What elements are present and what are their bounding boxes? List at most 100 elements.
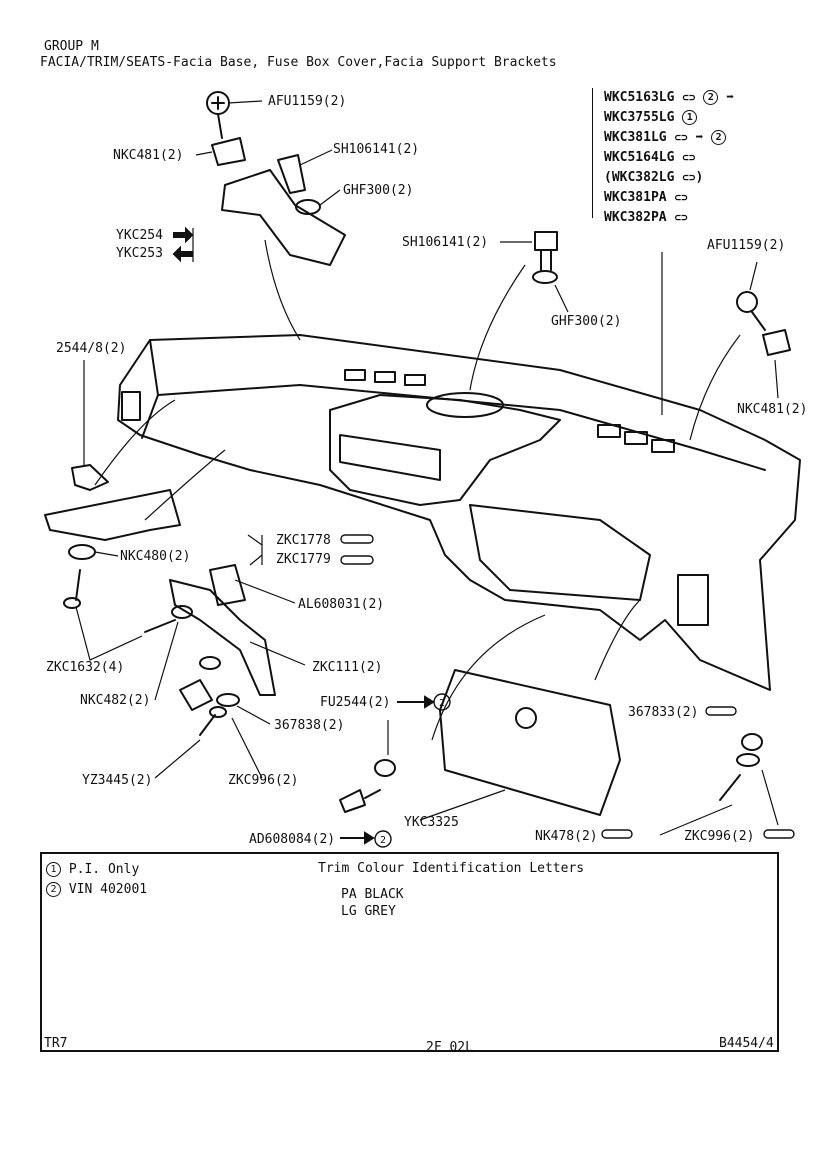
bolt-sh106141-top	[277, 154, 306, 194]
trim-colour-pa: PA BLACK	[341, 887, 404, 902]
label-fu2544: FU2544(2)	[320, 695, 391, 710]
variant-row: WKC3755LG 1	[604, 110, 734, 125]
label-ghf300-mid: GHF300(2)	[551, 314, 622, 329]
variant-row: WKC382PA ⊂⊃	[604, 210, 688, 225]
screw-afu1159-right	[736, 291, 758, 313]
screw-zkc1632-b	[144, 619, 176, 633]
label-ykc254: YKC254	[116, 228, 163, 243]
glovebox-opening	[469, 504, 651, 601]
arrow-right-icon: ➡	[695, 130, 704, 145]
fastener-2544	[71, 464, 109, 491]
label-zkc1632: ZKC1632(4)	[46, 660, 125, 675]
centre-console	[329, 394, 561, 506]
al608031-bracket	[209, 564, 246, 606]
arrow-right-icon: ➡	[726, 90, 735, 105]
bolt-sh106141-mid	[534, 231, 558, 251]
variant-row: (WKC382LG ⊂⊃)	[604, 170, 704, 185]
label-nkc481-right: NKC481(2)	[737, 402, 808, 417]
screw-yz3445	[199, 714, 216, 736]
label-zkc1778: ZKC1778	[276, 533, 331, 548]
glovebox-lid	[439, 669, 621, 816]
footer-drawing-number: B4454/4	[719, 1036, 774, 1051]
group-label: GROUP M	[44, 39, 99, 54]
ad608084-marker: 2	[380, 835, 386, 846]
fuse-box-cover	[44, 489, 181, 541]
label-ykc253: YKC253	[116, 246, 163, 261]
clip-nkc481-right	[762, 329, 791, 356]
clip-nkc481-top	[211, 137, 246, 166]
label-sh106141-mid: SH106141(2)	[402, 235, 489, 250]
clip-zkc1778-icon	[340, 534, 374, 544]
variant-note-marker: 2	[703, 90, 719, 105]
bolt-zkc111	[179, 679, 213, 711]
note-1: 1 P.I. Only	[46, 862, 139, 877]
side-vent-left	[121, 391, 141, 421]
clip-nk478-icon	[601, 829, 633, 839]
footer-model: TR7	[44, 1036, 68, 1051]
note-2: 2 VIN 402001	[46, 882, 147, 897]
label-ykc3325: YKC3325	[404, 815, 459, 830]
variant-code: WKC381PA	[604, 190, 667, 205]
label-yz3445: YZ3445(2)	[82, 773, 153, 788]
variant-list: WKC5163LG ⊂⊃ 2 ➡ WKC3755LG 1 WKC381LG ⊂⊃…	[604, 90, 734, 225]
screw-zkc1632	[75, 569, 81, 601]
variant-code: WKC5164LG	[604, 150, 675, 165]
label-zkc111: ZKC111(2)	[312, 660, 383, 675]
label-nkc482: NKC482(2)	[80, 693, 151, 708]
clip-367833-icon	[705, 706, 737, 716]
trim-colour-lg: LG GREY	[341, 904, 396, 919]
lid-lock	[515, 707, 537, 729]
label-afu1159-right: AFU1159(2)	[707, 238, 786, 253]
label-nkc481-top: NKC481(2)	[113, 148, 184, 163]
variant-row: WKC381LG ⊂⊃ ➡ 2	[604, 130, 734, 145]
speaker-aperture	[426, 392, 504, 418]
lower-support-bracket	[169, 579, 276, 696]
label-nkc480: NKC480(2)	[120, 549, 191, 564]
variant-code: WKC381LG	[604, 130, 667, 145]
washer-zkc996-left	[209, 706, 227, 718]
label-zkc996-left: ZKC996(2)	[228, 773, 299, 788]
label-2544: 2544/8(2)	[56, 341, 127, 356]
washer-ghf300-mid	[532, 270, 558, 284]
page-title: FACIA/TRIM/SEATS-Facia Base, Fuse Box Co…	[40, 55, 557, 70]
screw-nk478	[719, 774, 741, 801]
note-2-text: VIN 402001	[68, 882, 148, 897]
grommet-367833	[741, 733, 763, 751]
notes-box	[40, 852, 779, 1052]
note-1-text: P.I. Only	[68, 862, 140, 877]
label-zkc1779: ZKC1779	[276, 552, 331, 567]
clip-zkc996-icon	[763, 829, 795, 839]
label-367838: 367838(2)	[274, 718, 345, 733]
label-nk478: NK478(2)	[535, 829, 598, 844]
trim-colour-title: Trim Colour Identification Letters	[318, 861, 585, 876]
variant-close-paren: )	[695, 170, 704, 185]
label-zkc996-right: ZKC996(2)	[684, 829, 755, 844]
label-ad608084: AD608084(2)	[249, 832, 336, 847]
washer-367838	[216, 693, 240, 707]
label-al608031: AL608031(2)	[298, 597, 385, 612]
label-sh106141-top: SH106141(2)	[333, 142, 420, 157]
bolt-ad608084	[339, 789, 366, 813]
clip-zkc1779-icon	[340, 555, 374, 565]
variant-code: (WKC382LG	[604, 170, 675, 185]
note-1-marker: 1	[46, 862, 61, 877]
washer-zkc996-right	[736, 753, 760, 767]
variant-code: WKC382PA	[604, 210, 667, 225]
variant-note-marker: 2	[711, 130, 727, 145]
variant-list-rule	[592, 88, 593, 218]
facia-base	[117, 334, 801, 691]
variant-code: WKC3755LG	[604, 110, 675, 125]
washer-ghf300-top	[295, 199, 321, 215]
fu2544-marker: 2	[439, 698, 445, 709]
variant-row: WKC381PA ⊂⊃	[604, 190, 688, 205]
footer-page-code: 2F 02L	[426, 1040, 473, 1055]
variant-note-marker: 1	[682, 110, 698, 125]
nut-fu2544	[374, 759, 396, 777]
washer-nkc480	[68, 544, 96, 560]
variant-code: WKC5163LG	[604, 90, 675, 105]
label-afu1159-top: AFU1159(2)	[268, 94, 347, 109]
label-ghf300-top: GHF300(2)	[343, 183, 414, 198]
top-support-bracket	[221, 169, 346, 266]
variant-row: WKC5164LG ⊂⊃	[604, 150, 696, 165]
